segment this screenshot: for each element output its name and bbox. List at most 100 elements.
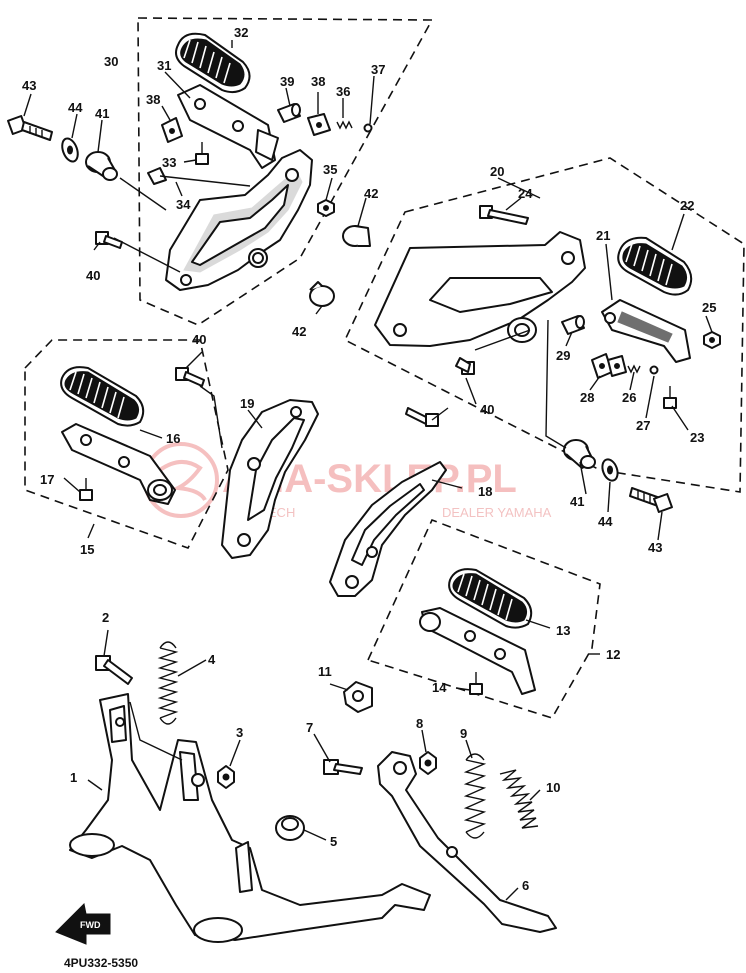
part-40-bolt-mid-left (175, 367, 205, 387)
watermark-dealer: DEALER YAMAHA (442, 505, 552, 520)
leader-lines (23, 40, 713, 901)
part-6-side-stand (377, 751, 557, 933)
callout-29: 29 (556, 348, 570, 363)
callout-20: 20 (490, 164, 504, 179)
callout-35: 35 (323, 162, 337, 177)
callout-19: 19 (240, 396, 254, 411)
part-17-bolt (79, 478, 93, 501)
fwd-label: FWD (80, 920, 101, 930)
part-7-bolt (323, 759, 363, 775)
callout-41-left: 41 (95, 106, 109, 121)
callout-36: 36 (336, 84, 350, 99)
part-12-footrest (419, 607, 536, 695)
part-44-washer-left (61, 137, 79, 163)
part-11-bracket (343, 681, 373, 713)
callout-39: 39 (280, 74, 294, 89)
part-24-bolt (479, 205, 529, 225)
callout-37: 37 (371, 62, 385, 77)
callout-30: 30 (104, 54, 118, 69)
callout-17: 17 (40, 472, 54, 487)
part-33-bolt (195, 142, 209, 165)
part-31-footrest (177, 84, 279, 169)
callout-44-right: 44 (598, 514, 613, 529)
callout-12: 12 (606, 647, 620, 662)
callout-10: 10 (546, 780, 560, 795)
callout-42-right: 42 (364, 186, 378, 201)
callout-6: 6 (522, 878, 529, 893)
group-12-outline (366, 518, 601, 719)
part-4-spring (157, 641, 179, 725)
callout-25: 25 (702, 300, 716, 315)
callout-3: 3 (236, 725, 243, 740)
part-9-spring (463, 753, 487, 839)
callout-34: 34 (176, 197, 191, 212)
part-3-nut (217, 765, 235, 789)
part-30-bracket (165, 149, 313, 291)
callout-38-left: 38 (146, 92, 160, 107)
part-23-bolt (663, 386, 677, 409)
part-20-bracket (374, 231, 586, 347)
callout-11: 11 (318, 664, 332, 679)
part-37-ball (363, 123, 373, 133)
part-43-bolt-right (629, 487, 673, 513)
part-boss (507, 317, 537, 343)
callout-8: 8 (416, 716, 423, 731)
part-40-bolt-mid-upper (455, 357, 475, 375)
callout-21: 21 (596, 228, 610, 243)
part-29-pin (561, 315, 585, 335)
part-35-nut (317, 199, 335, 217)
callout-7: 7 (306, 720, 313, 735)
catalog-code: 4PU332-5350 (64, 956, 138, 970)
group-30-outline (137, 17, 434, 326)
part-41-bushing-right (563, 439, 596, 469)
callout-31: 31 (157, 58, 171, 73)
callout-40-mid-left: 40 (192, 332, 206, 347)
group-20-outline (343, 157, 745, 493)
callout-40-top-left: 40 (86, 268, 100, 283)
part-38-plate-upper (161, 117, 183, 143)
part-40-bolt-mid-lower (405, 407, 439, 427)
callout-18: 18 (478, 484, 492, 499)
part-28-plate-b (607, 355, 627, 377)
part-13-footrest-rubber (448, 568, 533, 629)
callout-24: 24 (518, 186, 533, 201)
part-10-spring (499, 769, 539, 829)
callout-27: 27 (636, 418, 650, 433)
callout-42-left: 42 (292, 324, 306, 339)
callout-9: 9 (460, 726, 467, 741)
callout-13: 13 (556, 623, 570, 638)
part-14-bolt (469, 672, 483, 695)
callout-28: 28 (580, 390, 594, 405)
part-41-bushing-left (85, 151, 118, 181)
part-27-ball (649, 365, 659, 375)
callout-23: 23 (690, 430, 704, 445)
callout-15: 15 (80, 542, 94, 557)
part-26-spring (627, 364, 641, 374)
part-32-footrest-rubber (175, 32, 251, 94)
callout-43-right: 43 (648, 540, 662, 555)
watermark: AMA-SKLEP.PL WOJCIECH CZ DEALER YAMAHA (143, 442, 552, 520)
callout-2: 2 (102, 610, 109, 625)
part-16-footrest-rubber (60, 366, 145, 427)
part-39-pin (277, 103, 301, 123)
part-1-center-stand (69, 693, 431, 943)
group-outlines (24, 17, 745, 719)
callout-44-left: 44 (68, 100, 83, 115)
group-15-outline (24, 339, 229, 549)
callout-43-left: 43 (22, 78, 36, 93)
callout-labels: 32 30 31 38 39 38 36 37 43 44 41 33 34 3… (22, 25, 716, 893)
callout-38-right: 38 (311, 74, 325, 89)
part-18-bracket (329, 461, 447, 597)
callout-4: 4 (208, 652, 216, 667)
callout-32: 32 (234, 25, 248, 40)
callout-22: 22 (680, 198, 694, 213)
part-22-footrest-rubber (617, 236, 693, 296)
part-15-footrest (61, 423, 176, 505)
part-44-washer-right (601, 458, 619, 482)
part-21-footrest (601, 299, 691, 363)
fwd-arrow-icon: FWD (55, 902, 111, 945)
part-36-spring (336, 120, 353, 130)
callout-40-right: 40 (480, 402, 494, 417)
part-42-bushing-right (342, 225, 371, 247)
